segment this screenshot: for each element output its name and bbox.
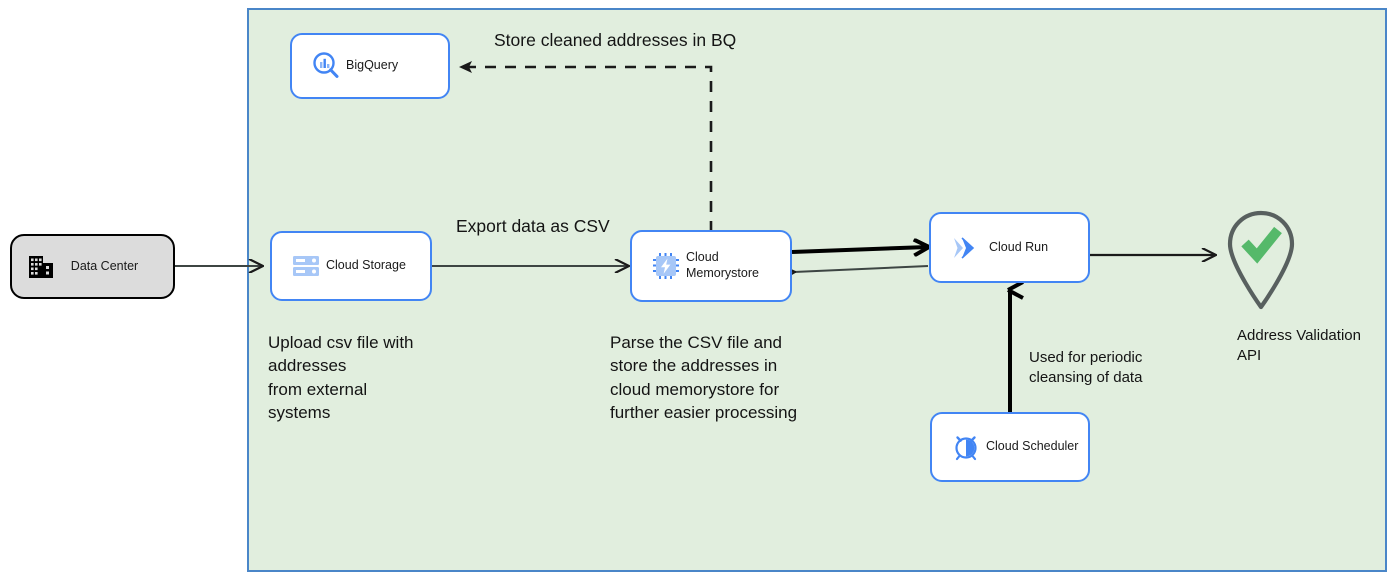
node-address-validation-api[interactable] — [1218, 206, 1304, 310]
node-address-validation-api-label: Address Validation API — [1237, 327, 1361, 365]
node-cloud-memorystore-label: Cloud Memorystore — [686, 250, 759, 280]
node-cloud-run-label: Cloud Run — [989, 239, 1049, 254]
cloud-scheduler-icon — [946, 432, 986, 462]
edge-label-export-csv: Export data as CSV — [456, 216, 610, 236]
node-cloud-memorystore[interactable]: Cloud Memorystore — [630, 230, 792, 302]
cloud-storage-icon — [286, 251, 326, 281]
bigquery-icon — [306, 50, 346, 82]
caption-periodic-cleansing: Used for periodic cleansing of data — [1029, 349, 1143, 387]
cloud-memorystore-icon — [646, 251, 686, 281]
edge-label-store-in-bq: Store cleaned addresses in BQ — [494, 30, 737, 50]
node-bigquery-label: BigQuery — [346, 58, 399, 73]
caption-parse-csv: Parse the CSV file and store the address… — [610, 333, 798, 423]
google-cloud-boundary — [247, 8, 1387, 572]
node-bigquery[interactable]: BigQuery — [290, 33, 450, 99]
caption-upload-csv: Upload csv file with addresses from exte… — [268, 333, 414, 423]
node-data-center[interactable]: Data Center — [10, 234, 175, 299]
node-cloud-scheduler[interactable]: Cloud Scheduler — [930, 412, 1090, 482]
node-cloud-run[interactable]: Cloud Run — [929, 212, 1090, 283]
cloud-run-icon — [945, 234, 989, 262]
node-data-center-label: Data Center — [70, 258, 139, 273]
office-building-icon — [24, 254, 58, 280]
node-cloud-storage-label: Cloud Storage — [326, 258, 406, 273]
node-cloud-storage[interactable]: Cloud Storage — [270, 231, 432, 301]
node-cloud-scheduler-label: Cloud Scheduler — [986, 439, 1079, 454]
map-pin-check-icon — [1218, 210, 1304, 314]
